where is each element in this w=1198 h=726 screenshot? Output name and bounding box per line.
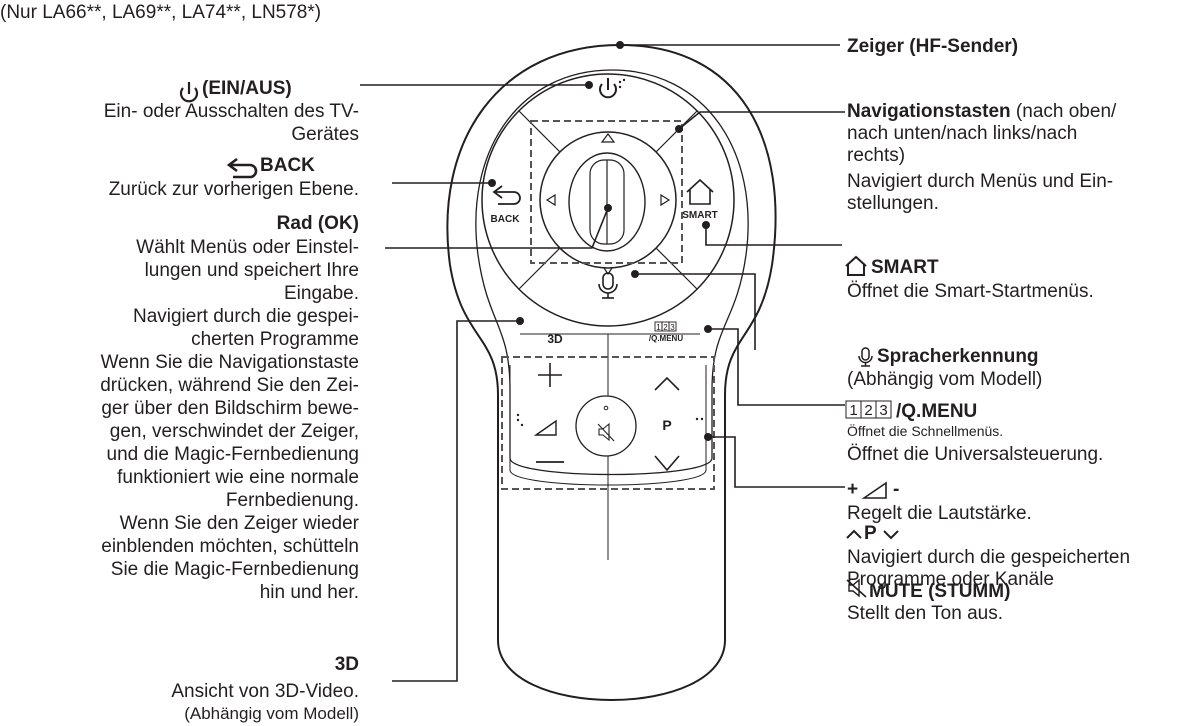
nav-desc-1: nach unten/nach links/nach bbox=[847, 123, 1078, 144]
program-p-label: P bbox=[864, 523, 877, 544]
voice-title: Spracherkennung bbox=[877, 346, 1039, 367]
nav-title-line: Navigationstasten (nach oben/ bbox=[847, 100, 1116, 123]
remote-face-outline bbox=[475, 69, 749, 476]
home-label-icon bbox=[845, 255, 867, 276]
qmenu-label-icon bbox=[845, 400, 892, 419]
wheel-desc-line: cherten Programme bbox=[191, 329, 359, 350]
leader-lines bbox=[360, 44, 845, 682]
threed-desc-2: (Abhängig vom Modell) bbox=[184, 704, 359, 723]
nav-title-suffix: (nach oben/ bbox=[1010, 101, 1117, 122]
remote-back-label: BACK bbox=[491, 214, 521, 225]
nav-keys-dashed-box bbox=[530, 120, 683, 264]
wheel-desc-line: Fernbedienung. bbox=[225, 490, 359, 511]
mute-title: MUTE (STUMM) bbox=[869, 581, 1011, 602]
wheel-desc-line: Eingabe. bbox=[283, 283, 359, 304]
home-icon[interactable] bbox=[686, 178, 714, 205]
volume-icon bbox=[533, 419, 557, 436]
nav-desc-4: stellungen. bbox=[847, 193, 939, 214]
wheel-desc-line: und die Magic-Fernbedienung bbox=[106, 444, 359, 465]
smart-desc: Öffnet die Smart-Startmenüs. bbox=[847, 281, 1094, 302]
wheel-desc-line: gen, verschwindet der Zeiger, bbox=[109, 421, 359, 442]
pointer-title: Zeiger (HF-Sender) bbox=[847, 36, 1019, 57]
power-icon[interactable] bbox=[599, 78, 626, 99]
qmenu-digit-3: 3 bbox=[879, 402, 887, 419]
nav-title: Navigationstasten bbox=[847, 101, 1011, 122]
volume-plus-icon[interactable] bbox=[538, 363, 562, 387]
power-label-icon bbox=[179, 82, 199, 103]
wheel-desc-line: Wenn Sie die Navigationstaste bbox=[100, 352, 359, 373]
wheel-title: Rad (OK) bbox=[276, 213, 359, 234]
threed-desc-1: Ansicht von 3D-Video. bbox=[171, 681, 359, 702]
program-desc-1: Navigiert durch die gespeicherten bbox=[847, 547, 1131, 568]
wheel-desc-line: Wenn Sie den Zeiger wieder bbox=[119, 513, 359, 534]
mute-desc: Stellt den Ton aus. bbox=[847, 603, 1003, 624]
wheel-desc-line: funktioniert wie eine normale bbox=[117, 467, 359, 488]
program-up-label-icon bbox=[846, 529, 862, 539]
qmenu-desc-small: Öffnet die Schnellmenüs. bbox=[847, 423, 1004, 439]
lower-pad-outline bbox=[509, 365, 707, 486]
volume-minus-label: - bbox=[893, 479, 900, 500]
nav-desc-3: Navigiert durch Menüs und Ein- bbox=[847, 171, 1114, 192]
mute-icon bbox=[597, 422, 615, 442]
nav-desc-2: rechts) bbox=[847, 145, 906, 166]
smart-title: SMART bbox=[871, 257, 939, 278]
back-title: BACK bbox=[260, 155, 315, 176]
wheel-desc-line: Sie die Magic-Fernbedienung bbox=[110, 559, 359, 580]
nav-right-icon[interactable] bbox=[660, 193, 671, 207]
mute-label-icon bbox=[846, 578, 867, 598]
back-desc: Zurück zur vorherigen Ebene. bbox=[108, 179, 359, 200]
remote-qmenu-digit-2: 2 bbox=[663, 323, 668, 332]
mic-icon[interactable] bbox=[598, 272, 618, 299]
remote-smart-label: SMART bbox=[682, 210, 718, 221]
wheel-desc-line: ger über den Bildschirm bewe- bbox=[101, 398, 359, 419]
nav-left-icon[interactable] bbox=[545, 193, 556, 207]
wheel-desc-line: lungen und speichert Ihre bbox=[144, 260, 359, 281]
back-label-icon bbox=[226, 157, 258, 179]
qmenu-title: /Q.MENU bbox=[896, 401, 978, 422]
wheel-desc-line: Wählt Menüs oder Einstel- bbox=[136, 237, 359, 258]
wheel-desc-line: einblenden möchten, schütteln bbox=[101, 536, 359, 557]
volume-program-dashed-box bbox=[501, 356, 715, 490]
remote-qmenu-digit-1: 1 bbox=[656, 323, 661, 332]
remote-p-label: P bbox=[662, 417, 671, 433]
nav-down-icon[interactable] bbox=[603, 267, 613, 276]
program-up-icon[interactable] bbox=[654, 376, 680, 391]
qmenu-digit-1: 1 bbox=[849, 402, 857, 419]
volume-desc: Regelt die Lautstärke. bbox=[847, 503, 1032, 524]
qmenu-desc: Öffnet die Universalsteuerung. bbox=[847, 444, 1104, 465]
power-title: (EIN/AUS) bbox=[202, 78, 292, 99]
remote-qmenu-label[interactable]: /Q.MENU bbox=[649, 334, 683, 343]
power-desc-2: Gerätes bbox=[291, 124, 359, 145]
back-icon[interactable] bbox=[492, 185, 521, 205]
program-down-label-icon bbox=[883, 530, 899, 540]
program-desc-2: Programme oder Kanäle bbox=[847, 569, 1054, 590]
wheel-desc: Wählt Menüs oder Einstel- lungen und spe… bbox=[100, 236, 359, 604]
remote-qmenu-digit-3: 3 bbox=[670, 323, 675, 332]
program-down-icon[interactable] bbox=[654, 455, 680, 472]
wheel-desc-line: Navigiert durch die gespei- bbox=[132, 306, 359, 327]
threed-title: 3D bbox=[334, 654, 359, 675]
nav-up-icon[interactable] bbox=[600, 133, 616, 143]
volume-label-icon bbox=[861, 481, 887, 499]
volume-plus-label: + bbox=[847, 479, 859, 500]
voice-desc: (Abhängig vom Modell) bbox=[847, 369, 1043, 390]
wheel-desc-line: drücken, während Sie den Zei- bbox=[100, 375, 359, 396]
model-note: (Nur LA66**, LA69**, LA74**, LN578*) bbox=[0, 2, 322, 23]
qmenu-digit-2: 2 bbox=[864, 402, 872, 419]
power-desc-1: Ein- oder Ausschalten des TV- bbox=[103, 101, 359, 122]
wheel-desc-line: hin und her. bbox=[259, 582, 359, 603]
mic-label-icon bbox=[858, 347, 873, 367]
remote-3d-label[interactable]: 3D bbox=[547, 332, 563, 346]
